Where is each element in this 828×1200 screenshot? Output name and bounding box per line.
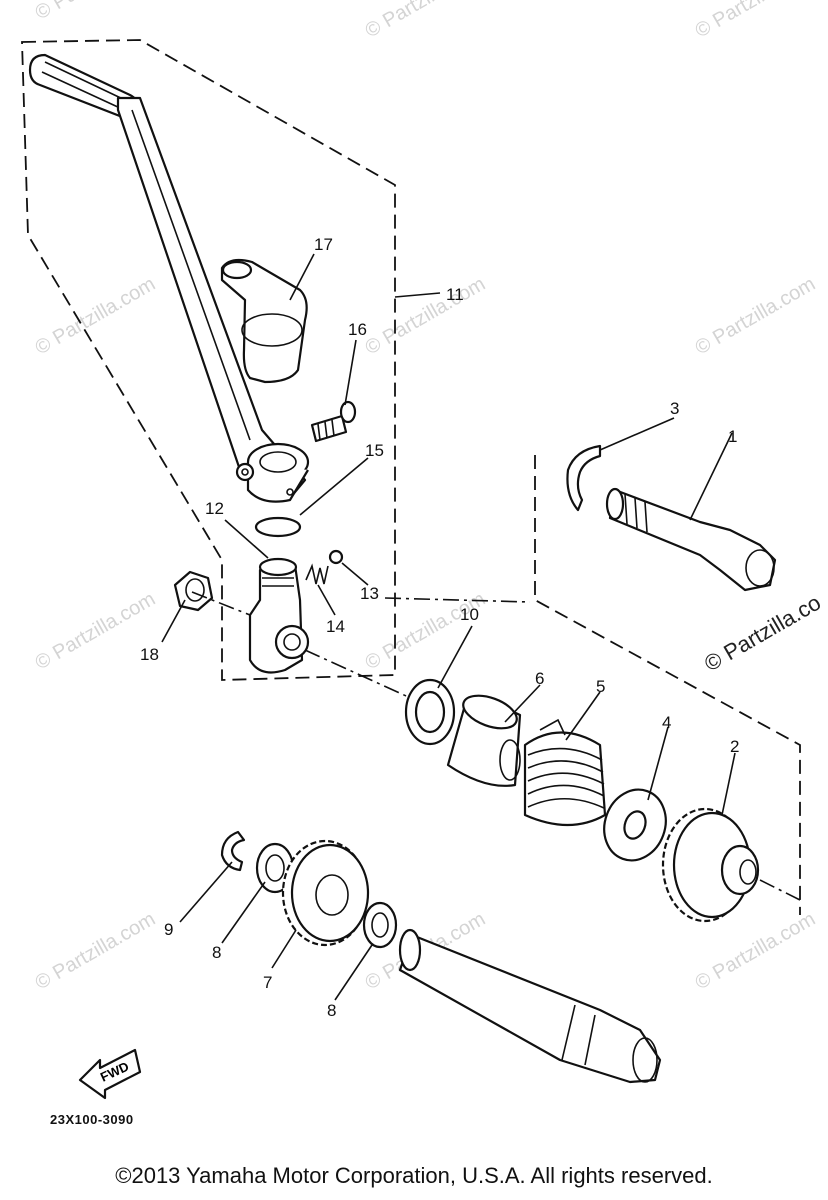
callout-3: 3	[670, 399, 679, 418]
watermark-text: © Partzilla.com	[362, 273, 490, 359]
kick-crank-lever	[28, 53, 310, 503]
callout-2: 2	[730, 737, 739, 756]
watermark-text: © Partzilla.com	[692, 0, 820, 42]
o-ring	[254, 516, 302, 538]
washer	[603, 788, 667, 862]
callout-8-upper: 8	[212, 943, 221, 962]
watermark-text: © Partzilla.com	[32, 908, 160, 994]
watermark-text: © Partzilla.com	[32, 0, 160, 24]
detent-spring	[305, 563, 329, 585]
kick-pedal-rubber	[220, 258, 308, 384]
oil-seal	[404, 678, 456, 746]
copyright-notice: ©2013 Yamaha Motor Corporation, U.S.A. A…	[115, 1163, 713, 1188]
callout-9: 9	[164, 920, 173, 939]
watermark-text: © Partzilla.com	[692, 273, 820, 359]
watermark-text: © Partzilla.com	[32, 273, 160, 359]
callout-8-lower: 8	[327, 1001, 336, 1020]
callout-11: 11	[446, 285, 464, 304]
idle-gear-shaft	[398, 928, 662, 1084]
bracket-line-11	[394, 292, 441, 298]
watermark-text: © Partzilla.com	[362, 0, 490, 42]
callouts: 1 2 3 4 5 6 7 8 8 9 10 11 12 13 14 15 16…	[140, 235, 739, 1020]
drawing-code: 23X100-3090	[50, 1112, 134, 1127]
assembly-centerline	[191, 591, 416, 701]
callout-6: 6	[535, 669, 544, 688]
kick-crank-assembly-outline	[21, 39, 396, 681]
callout-14: 14	[326, 617, 345, 636]
spring-cover	[446, 694, 522, 787]
kick-shaft-group-outline	[534, 455, 801, 915]
shaft-centerline	[759, 879, 801, 901]
forward-arrow-icon: FWD	[78, 1048, 142, 1100]
callout-18: 18	[140, 645, 159, 664]
kick-boss	[248, 557, 310, 674]
callout-12: 12	[205, 499, 224, 518]
callout-16: 16	[348, 320, 367, 339]
callout-17: 17	[314, 235, 333, 254]
torsion-spring	[523, 718, 607, 827]
callout-7: 7	[263, 973, 272, 992]
leader-lines	[161, 253, 736, 1001]
nut	[173, 570, 214, 612]
callout-15: 15	[365, 441, 384, 460]
idler-washer-lower	[362, 901, 398, 949]
watermark-text-large: © Partzilla.co	[700, 590, 825, 677]
idle-gear	[281, 839, 370, 947]
kick-shaft	[605, 487, 777, 592]
callout-1: 1	[728, 427, 737, 446]
detent-ball	[328, 549, 344, 565]
kick-gear	[661, 807, 760, 923]
watermark-text: © Partzilla.com	[692, 908, 820, 994]
callout-13: 13	[360, 584, 379, 603]
idler-circlip	[220, 830, 246, 872]
bolt	[310, 400, 357, 443]
callout-5: 5	[596, 677, 605, 696]
callout-4: 4	[662, 713, 671, 732]
callout-10: 10	[460, 605, 479, 624]
dashed-leader-13	[384, 597, 531, 603]
circlip	[566, 444, 602, 512]
